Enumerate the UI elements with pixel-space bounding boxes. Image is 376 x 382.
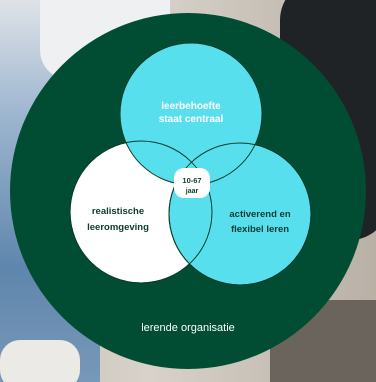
left-label-line1: realistische [92,206,144,217]
circle-right-outline [168,142,312,286]
top-label-line1: leerbehoefte [161,101,221,112]
center-label-line1: 10-67 [182,176,201,185]
bottom-label: lerende organisatie [141,322,235,334]
right-label-line1: activerend en [229,209,290,220]
center-label-line2: jaar [185,188,199,195]
left-label-line2: leeromgeving [87,222,149,233]
circle-left-outline [69,140,213,284]
top-label-line2: staat centraal [159,114,224,125]
right-label-line2: flexibel leren [231,224,289,235]
bg-shoe [0,340,80,382]
center-label-bg [174,168,210,198]
